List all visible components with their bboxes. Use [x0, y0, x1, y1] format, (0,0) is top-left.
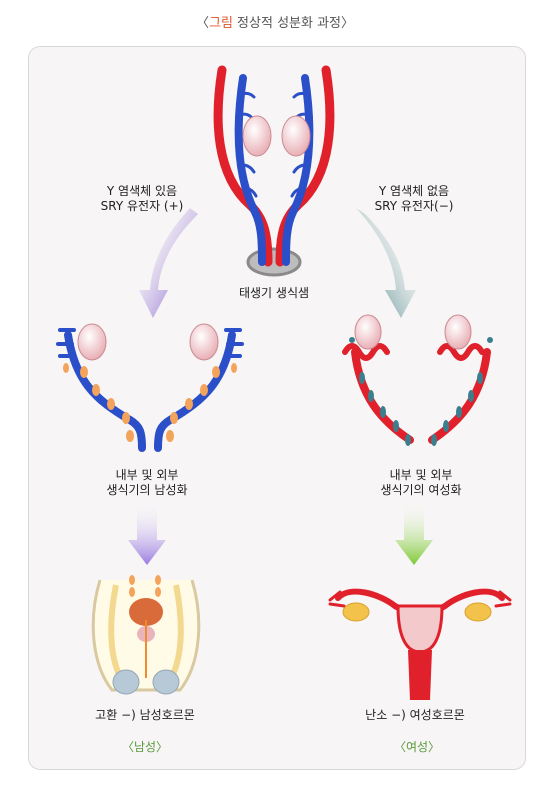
gonad-label: 태생기 생식샘: [238, 286, 310, 300]
ovary-hormone-label: 난소 −) 여성호르몬: [365, 708, 465, 722]
feminization-arrow: [395, 500, 433, 565]
indifferent-gonad-illustration: [213, 65, 335, 277]
male-label: 〈남성〉: [121, 740, 169, 754]
male-path-arrow: [139, 208, 198, 318]
male-internal-genitalia-illustration: [56, 323, 244, 452]
female-path-arrow: [356, 208, 416, 318]
masculinization-arrow: [128, 500, 166, 565]
male-anatomy-illustration: [91, 575, 201, 695]
female-anatomy-illustration: [328, 588, 512, 700]
figure-title: 〈그림 정상적 성분화 과정〉: [195, 16, 354, 31]
testis-hormone-label: 고환 −) 남성호르몬: [95, 708, 195, 722]
female-internal-genitalia-illustration: [342, 314, 493, 446]
female-label: 〈여성〉: [393, 740, 441, 754]
